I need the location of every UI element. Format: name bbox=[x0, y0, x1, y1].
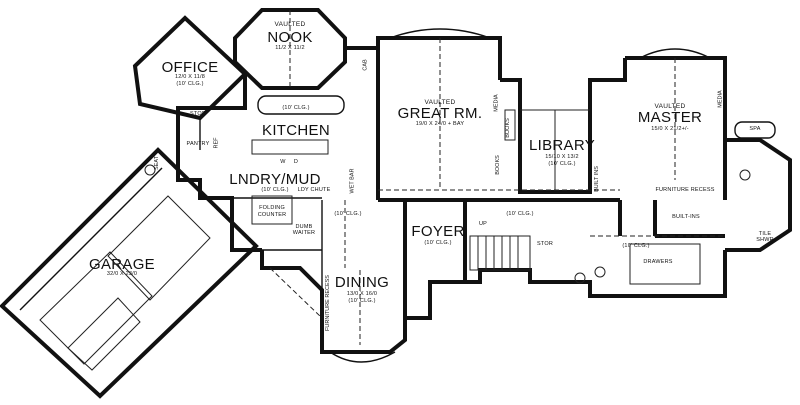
nook-vault: VAULTED bbox=[274, 21, 306, 28]
books2-label: BOOKS bbox=[494, 155, 501, 175]
seat2-label: SEAT bbox=[229, 236, 236, 250]
lndry-label: LNDRY/MUD bbox=[229, 171, 321, 188]
waiter-label: WAITER bbox=[292, 230, 316, 236]
master-bay bbox=[639, 48, 711, 59]
dining-clg: (10' CLG.) bbox=[348, 298, 376, 304]
built-ins-vertical-label: BUILT INS bbox=[593, 166, 600, 192]
great-dims: 19/0 X 24/0 + BAY bbox=[415, 121, 465, 127]
stor-label: STOR bbox=[190, 111, 206, 117]
folding-label: FOLDING bbox=[259, 205, 285, 211]
office-label: OFFICE bbox=[161, 59, 219, 76]
library-dims: 15/10 X 13/2 bbox=[545, 154, 579, 160]
main-walls bbox=[176, 36, 792, 354]
media2-label: MEDIA bbox=[717, 90, 724, 108]
shwr-label: SHWR bbox=[756, 237, 774, 243]
dining-label: DINING bbox=[334, 274, 390, 291]
spa-label: SPA bbox=[749, 126, 761, 132]
closet-drawers bbox=[629, 243, 701, 285]
office-dims: 12/0 X 11/8 bbox=[175, 74, 205, 80]
cab-label: CAB bbox=[362, 59, 369, 71]
toilet-1 bbox=[574, 272, 586, 284]
lndry-clg: (10' CLG.) bbox=[261, 187, 289, 193]
built-ins-label: BUILT-INS bbox=[672, 214, 700, 220]
master-label: MASTER bbox=[637, 109, 703, 126]
ref-label: REF bbox=[213, 137, 220, 149]
tile-label: TILE bbox=[758, 231, 772, 237]
dryer-label: D bbox=[293, 159, 299, 165]
garage-walls bbox=[0, 147, 259, 399]
master-dims: 15/0 X 21/2+/- bbox=[651, 126, 689, 132]
library-label: LIBRARY bbox=[528, 137, 596, 154]
wet-bar-label: WET BAR bbox=[349, 168, 356, 194]
folding-counter-shape bbox=[251, 195, 293, 225]
great-bay bbox=[389, 28, 491, 39]
garage-dims: 32/0 X 23/0 bbox=[106, 271, 138, 277]
dining-recess-label: FURNITURE RECESS bbox=[324, 275, 331, 331]
clg-hall2-label: (10' CLG.) bbox=[334, 211, 362, 217]
great-vault: VAULTED bbox=[424, 99, 456, 106]
great-label: GREAT RM. bbox=[397, 105, 483, 122]
drawers-label: DRAWERS bbox=[643, 259, 673, 265]
seat1-label: SEAT bbox=[153, 156, 160, 170]
office-walls bbox=[132, 15, 248, 150]
kitchen-label: KITCHEN bbox=[262, 122, 330, 139]
nook-label: NOOK bbox=[267, 29, 313, 46]
counter-label: COUNTER bbox=[257, 212, 287, 218]
furniture-recess-label: FURNITURE RECESS bbox=[655, 187, 715, 193]
kitchen-clg: (10' CLG.) bbox=[282, 105, 310, 111]
sink bbox=[594, 266, 606, 278]
dumb-label: DUMB bbox=[295, 224, 313, 230]
master-vault: VAULTED bbox=[654, 103, 686, 110]
garage-label: GARAGE bbox=[89, 256, 155, 273]
dining-dims: 13/0 X 16/0 bbox=[346, 291, 378, 297]
toilet-2 bbox=[144, 164, 156, 176]
ldy-chute-label: LDY CHUTE bbox=[297, 187, 331, 193]
washer-label: W bbox=[280, 159, 286, 165]
clg-hall-label: (10' CLG.) bbox=[506, 211, 534, 217]
stairs bbox=[469, 235, 531, 271]
kitchen-counter bbox=[251, 139, 329, 155]
nook-walls bbox=[233, 8, 347, 90]
stor2-label: STOR bbox=[537, 241, 553, 247]
clg-closet-label: (10' CLG.) bbox=[622, 243, 650, 249]
library-clg: (10' CLG.) bbox=[548, 161, 576, 167]
spa-tub bbox=[734, 121, 776, 139]
books1-label: BOOKS bbox=[504, 118, 511, 138]
office-clg: (10' CLG.) bbox=[176, 81, 204, 87]
up-label: UP bbox=[478, 221, 488, 227]
pantry-label: PANTRY bbox=[186, 141, 210, 147]
kitchen-island bbox=[257, 95, 345, 115]
toilet-3 bbox=[739, 169, 751, 181]
nook-dims: 11/2 X 11/2 bbox=[275, 45, 305, 51]
media1-label: MEDIA bbox=[493, 94, 500, 112]
dining-bay bbox=[329, 351, 396, 363]
library-grid bbox=[504, 109, 590, 190]
foyer-label: FOYER bbox=[411, 223, 465, 240]
dashed-lines bbox=[269, 10, 725, 345]
foyer-clg: (10' CLG.) bbox=[424, 240, 452, 246]
